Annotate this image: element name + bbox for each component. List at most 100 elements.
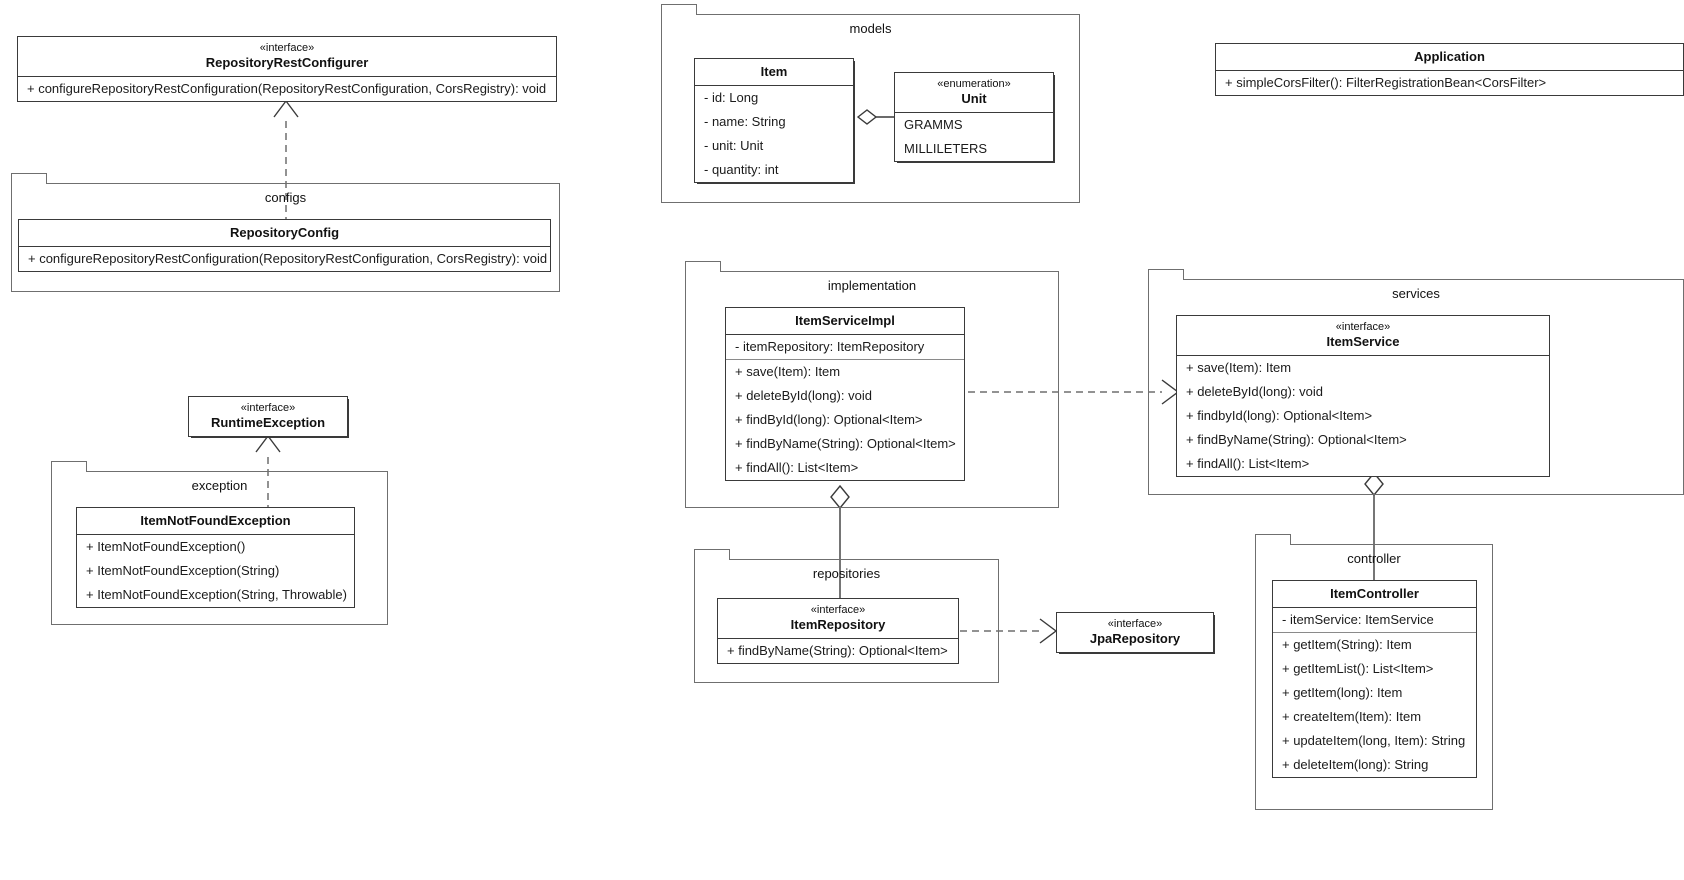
enum-literal-row: MILLILETERS xyxy=(904,141,988,156)
methods-section: + configureRepositoryRestConfiguration(R… xyxy=(19,247,550,271)
class-name: RepositoryConfig xyxy=(229,225,340,240)
class-runtime-exception[interactable]: «interface» RuntimeException xyxy=(188,396,348,437)
package-name: repositories xyxy=(812,566,881,581)
class-header: «interface» RuntimeException xyxy=(189,397,347,436)
method-row: + findAll(): List<Item> xyxy=(1186,456,1310,471)
methods-section: + getItem(String): Item + getItemList():… xyxy=(1273,633,1476,777)
class-header: «interface» ItemService xyxy=(1177,316,1549,356)
class-header: «interface» RepositoryRestConfigurer xyxy=(18,37,556,77)
method-row: + deleteById(long): void xyxy=(1186,384,1323,399)
stereotype-label: «enumeration» xyxy=(937,78,1011,90)
class-repository-config[interactable]: RepositoryConfig + configureRepositoryRe… xyxy=(18,219,551,272)
method-row: + ItemNotFoundException(String) xyxy=(86,563,280,578)
package-tab-icon xyxy=(51,461,87,472)
class-header: ItemNotFoundException xyxy=(77,508,354,535)
stereotype-label: «interface» xyxy=(240,402,296,414)
attribute-row: - quantity: int xyxy=(704,162,779,177)
class-item-service[interactable]: «interface» ItemService + save(Item): It… xyxy=(1176,315,1550,477)
method-row: + findByName(String): Optional<Item> xyxy=(735,436,956,451)
attribute-row: - unit: Unit xyxy=(704,138,764,153)
method-row: + configureRepositoryRestConfiguration(R… xyxy=(28,251,548,266)
method-row: + getItemList(): List<Item> xyxy=(1282,661,1434,676)
package-tab-icon xyxy=(685,261,721,272)
class-item[interactable]: Item - id: Long - name: String - unit: U… xyxy=(694,58,854,183)
package-name: exception xyxy=(191,478,248,493)
package-controller: controller xyxy=(1255,534,1493,810)
enum-literal-row: GRAMMS xyxy=(904,117,963,132)
class-item-controller[interactable]: ItemController - itemService: ItemServic… xyxy=(1272,580,1477,778)
package-repositories: repositories xyxy=(694,549,999,683)
package-tab-icon xyxy=(661,4,697,15)
class-header: «interface» ItemRepository xyxy=(718,599,958,639)
package-name: models xyxy=(849,21,892,36)
package-name: implementation xyxy=(827,278,917,293)
stereotype-label: «interface» xyxy=(259,42,315,54)
methods-section: + save(Item): Item + deleteById(long): v… xyxy=(1177,356,1549,476)
class-repository-rest-configurer[interactable]: «interface» RepositoryRestConfigurer + c… xyxy=(17,36,557,102)
package-name: controller xyxy=(1347,551,1401,566)
method-row: + getItem(String): Item xyxy=(1282,637,1412,652)
method-row: + ItemNotFoundException() xyxy=(86,539,246,554)
attributes-section: - itemService: ItemService xyxy=(1273,608,1476,633)
class-name: Item xyxy=(760,64,788,79)
method-row: + ItemNotFoundException(String, Throwabl… xyxy=(86,587,347,602)
method-row: + deleteById(long): void xyxy=(735,388,872,403)
package-name: services xyxy=(1392,286,1440,301)
class-application[interactable]: Application + simpleCorsFilter(): Filter… xyxy=(1215,43,1684,96)
method-row: + save(Item): Item xyxy=(1186,360,1292,375)
class-name: ItemRepository xyxy=(790,617,886,632)
package-tab-icon xyxy=(11,173,47,184)
class-name: JpaRepository xyxy=(1089,631,1181,646)
methods-section: + simpleCorsFilter(): FilterRegistration… xyxy=(1216,71,1683,95)
class-item-service-impl[interactable]: ItemServiceImpl - itemRepository: ItemRe… xyxy=(725,307,965,481)
class-name: ItemNotFoundException xyxy=(140,513,291,528)
method-row: + getItem(long): Item xyxy=(1282,685,1403,700)
package-configs: configs xyxy=(11,173,560,292)
class-item-repository[interactable]: «interface» ItemRepository + findByName(… xyxy=(717,598,959,664)
method-row: + updateItem(long, Item): String xyxy=(1282,733,1466,748)
class-name: ItemController xyxy=(1330,586,1419,601)
class-header: Application xyxy=(1216,44,1683,71)
method-row: + configureRepositoryRestConfiguration(R… xyxy=(27,81,547,96)
attributes-section: - id: Long - name: String - unit: Unit -… xyxy=(695,86,853,182)
package-models: models xyxy=(661,4,1080,203)
package-tab-icon xyxy=(1148,269,1184,280)
attribute-row: - itemRepository: ItemRepository xyxy=(735,339,925,354)
method-row: + save(Item): Item xyxy=(735,364,841,379)
method-row: + findAll(): List<Item> xyxy=(735,460,859,475)
method-row: + deleteItem(long): String xyxy=(1282,757,1429,772)
package-tab-icon xyxy=(1255,534,1291,545)
methods-section: + save(Item): Item + deleteById(long): v… xyxy=(726,360,964,480)
method-row: + findById(long): Optional<Item> xyxy=(735,412,923,427)
class-header: RepositoryConfig xyxy=(19,220,550,247)
package-implementation: implementation xyxy=(685,261,1059,508)
class-name: ItemService xyxy=(1326,334,1400,349)
enum-header: «enumeration» Unit xyxy=(895,73,1053,113)
method-row: + simpleCorsFilter(): FilterRegistration… xyxy=(1225,75,1547,90)
stereotype-label: «interface» xyxy=(1335,321,1391,333)
attribute-row: - id: Long xyxy=(704,90,759,105)
attribute-row: - itemService: ItemService xyxy=(1282,612,1434,627)
method-row: + createItem(Item): Item xyxy=(1282,709,1422,724)
package-name: configs xyxy=(264,190,307,205)
class-header: ItemServiceImpl xyxy=(726,308,964,335)
class-header: ItemController xyxy=(1273,581,1476,608)
package-services: services xyxy=(1148,269,1684,495)
package-tab-icon xyxy=(694,549,730,560)
method-row: + findbyId(long): Optional<Item> xyxy=(1186,408,1373,423)
class-name: ItemServiceImpl xyxy=(795,313,895,328)
methods-section: + configureRepositoryRestConfiguration(R… xyxy=(18,77,556,101)
method-row: + findByName(String): Optional<Item> xyxy=(727,643,948,658)
class-name: RuntimeException xyxy=(210,415,326,430)
methods-section: + ItemNotFoundException() + ItemNotFound… xyxy=(77,535,354,607)
stereotype-label: «interface» xyxy=(1107,618,1163,630)
enum-literals-section: GRAMMS MILLILETERS xyxy=(895,113,1053,161)
stereotype-label: «interface» xyxy=(810,604,866,616)
class-name: Application xyxy=(1414,49,1485,64)
class-item-not-found-exception[interactable]: ItemNotFoundException + ItemNotFoundExce… xyxy=(76,507,355,608)
enum-unit[interactable]: «enumeration» Unit GRAMMS MILLILETERS xyxy=(894,72,1054,162)
class-header: Item xyxy=(695,59,853,86)
class-name: RepositoryRestConfigurer xyxy=(205,55,369,70)
class-jpa-repository[interactable]: «interface» JpaRepository xyxy=(1056,612,1214,653)
